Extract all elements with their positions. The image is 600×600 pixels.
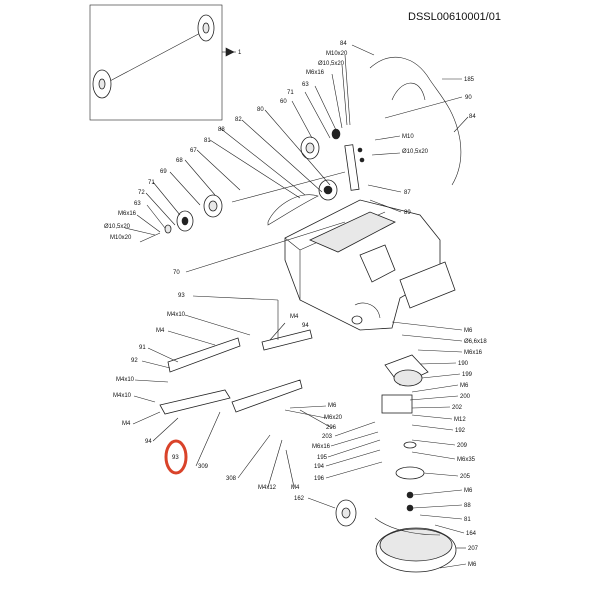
label-m6x35: M6x35 <box>457 457 476 463</box>
label-209: 209 <box>457 443 468 449</box>
label-88-b: 88 <box>464 503 471 509</box>
label-71: 71 <box>287 90 294 96</box>
label-205: 205 <box>460 474 471 480</box>
label-94-b: 94 <box>145 439 152 445</box>
chassis-body <box>284 199 456 331</box>
right-wheel-assembly <box>231 128 346 203</box>
label-162: 162 <box>294 496 305 502</box>
highlight-label: 93 <box>172 455 179 461</box>
label-67: 67 <box>190 148 197 154</box>
label-203: 203 <box>322 434 333 440</box>
label-m6x20: M6x20 <box>324 415 343 421</box>
label-m4x10-c: M4x10 <box>113 393 132 399</box>
label-207: 207 <box>468 546 479 552</box>
cable <box>369 56 462 186</box>
label-93: 93 <box>178 293 185 299</box>
label-m6x16-c: M6x16 <box>312 444 331 450</box>
label-m10x20: M10x20 <box>326 51 348 57</box>
label-92: 92 <box>131 358 138 364</box>
label-m4x10-b: M4x10 <box>116 377 135 383</box>
label-94: 94 <box>302 323 309 329</box>
label-82: 82 <box>235 117 242 123</box>
document-code: DSSL00610001/01 <box>408 11 501 23</box>
label-87: 87 <box>404 190 411 196</box>
label-m12: M12 <box>454 417 466 423</box>
label-309: 309 <box>198 464 209 470</box>
label-308: 308 <box>226 476 237 482</box>
label-m4-b: M4 <box>156 328 165 334</box>
label-164: 164 <box>466 531 477 537</box>
label-200: 200 <box>460 394 471 400</box>
label-m4x10: M4x10 <box>167 312 186 318</box>
label-m6-b: M6 <box>464 328 473 334</box>
label-69: 69 <box>160 169 167 175</box>
label-192: 192 <box>455 428 466 434</box>
label-63: 63 <box>302 82 309 88</box>
label-196: 196 <box>314 476 325 482</box>
label-70: 70 <box>173 270 180 276</box>
axle-inset <box>89 4 223 121</box>
label-89: 89 <box>404 210 411 216</box>
label-m6: M6 <box>328 403 337 409</box>
label-68: 68 <box>176 158 183 164</box>
label-washer-6-6x18: Ø6,6x18 <box>464 339 487 345</box>
label-m6x16-left: M6x16 <box>118 211 137 217</box>
label-washer-10-5x20: Ø10,5x20 <box>318 61 345 67</box>
leader-lines <box>124 44 469 569</box>
label-m6x16: M6x16 <box>306 70 325 76</box>
label-washer-right: Ø10,5x20 <box>402 149 429 155</box>
label-88: 88 <box>218 127 225 133</box>
label-84-right: 84 <box>469 114 476 120</box>
label-91: 91 <box>139 345 146 351</box>
label-60: 60 <box>280 99 287 105</box>
label-81-b: 81 <box>464 517 471 523</box>
label-m4: M4 <box>290 314 299 320</box>
label-199: 199 <box>462 372 473 378</box>
side-wheel <box>335 499 357 527</box>
label-m4x12: M4x12 <box>258 485 277 491</box>
label-m6-d: M6 <box>464 488 473 494</box>
label-m4-d: M4 <box>291 485 300 491</box>
label-296: 296 <box>326 425 337 431</box>
drive-belt <box>267 194 319 226</box>
label-80: 80 <box>257 107 264 113</box>
label-194: 194 <box>314 464 325 470</box>
part-labels: 84 185 M10x20 Ø10,5x20 M6x16 63 71 60 80… <box>104 41 487 568</box>
label-185: 185 <box>464 77 475 83</box>
inset-callout: 1 <box>238 50 242 56</box>
label-202: 202 <box>452 405 463 411</box>
highlight-marker[interactable]: 93 <box>164 439 188 475</box>
inset-arrow <box>222 47 236 57</box>
label-81: 81 <box>204 138 211 144</box>
lever-bracket <box>344 144 365 191</box>
label-71-left: 71 <box>148 180 155 186</box>
left-wheel-assembly <box>139 194 223 243</box>
label-84: 84 <box>340 41 347 47</box>
label-63-left: 63 <box>134 201 141 207</box>
label-m4-c: M4 <box>122 421 131 427</box>
label-90: 90 <box>465 95 472 101</box>
label-m10x20-left: M10x20 <box>110 235 132 241</box>
label-190: 190 <box>458 361 469 367</box>
label-72: 72 <box>138 190 145 196</box>
label-m6-c: M6 <box>460 383 469 389</box>
side-scrapers <box>159 329 313 415</box>
label-195: 195 <box>317 455 328 461</box>
label-m6-e: M6 <box>468 562 477 568</box>
label-m10: M10 <box>402 134 414 140</box>
label-m6x16-d: M6x16 <box>464 350 483 356</box>
label-washer-left: Ø10,5x20 <box>104 224 131 230</box>
brush-motor-assembly <box>374 354 457 573</box>
